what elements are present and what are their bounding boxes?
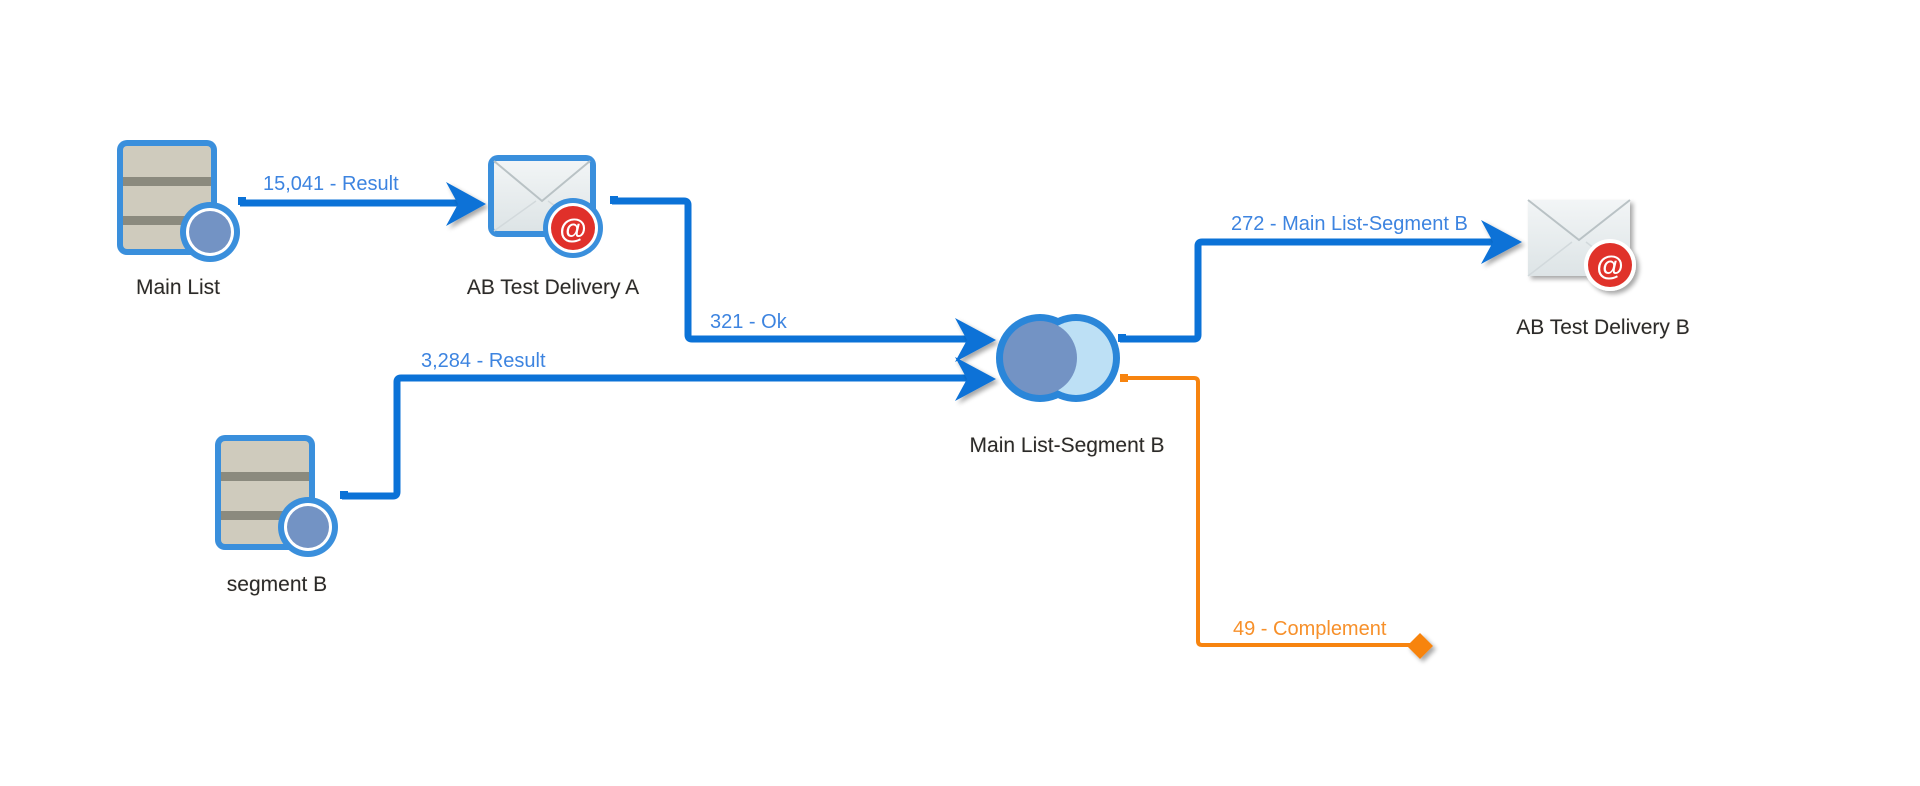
- exclusion-venn-icon: [996, 314, 1120, 402]
- connector-stub: [1118, 334, 1126, 342]
- connector-main-list-to-delivery-a[interactable]: [238, 182, 486, 226]
- connector-stub: [1120, 374, 1128, 382]
- database-query-icon: [117, 140, 240, 262]
- edge-label-segment-b-to-exclusion: 3,284 - Result: [421, 350, 546, 372]
- node-label-segment-b: segment B: [226, 573, 328, 596]
- connector-delivery-a-to-exclusion[interactable]: [610, 196, 996, 362]
- node-delivery-a[interactable]: @: [488, 155, 603, 258]
- database-query-icon: [215, 435, 338, 557]
- connector-stub: [238, 197, 246, 205]
- complement-end-diamond-icon[interactable]: [1407, 633, 1433, 659]
- node-label-delivery-a: AB Test Delivery A: [466, 276, 640, 299]
- node-label-delivery-b: AB Test Delivery B: [1516, 316, 1690, 339]
- connector-line[interactable]: [1122, 376, 1412, 647]
- connector-exclusion-complement[interactable]: [1120, 374, 1433, 659]
- connector-stub: [340, 491, 348, 499]
- connector-segment-b-to-exclusion[interactable]: [340, 357, 996, 500]
- at-sign-icon: @: [1596, 250, 1623, 281]
- edge-label-delivery-a-to-exclusion: 321 - Ok: [710, 311, 787, 333]
- node-exclusion[interactable]: [996, 314, 1120, 402]
- email-delivery-icon: @: [488, 155, 603, 258]
- arrowhead-icon: [446, 182, 486, 226]
- connector-stub: [610, 196, 618, 204]
- node-label-main-list: Main List: [135, 276, 221, 299]
- connector-exclusion-to-delivery-b[interactable]: [1118, 220, 1522, 343]
- connector-line[interactable]: [342, 374, 980, 500]
- arrowhead-icon: [955, 318, 996, 362]
- connector-line[interactable]: [1120, 238, 1505, 343]
- arrowhead-icon: [1481, 220, 1522, 264]
- at-sign-icon: @: [559, 213, 586, 244]
- node-segment-b[interactable]: [215, 435, 338, 557]
- edge-label-main-list-to-delivery-a: 15,041 - Result: [263, 173, 399, 195]
- arrowhead-icon: [955, 357, 996, 401]
- edge-label-exclusion-to-delivery-b: 272 - Main List-Segment B: [1231, 213, 1468, 235]
- node-main-list[interactable]: [117, 140, 240, 262]
- node-label-exclusion: Main List-Segment B: [969, 434, 1165, 457]
- email-delivery-icon: @: [1527, 199, 1636, 291]
- node-delivery-b[interactable]: @: [1527, 199, 1636, 291]
- connector-line[interactable]: [612, 197, 980, 343]
- edge-label-exclusion-complement: 49 - Complement: [1233, 618, 1387, 640]
